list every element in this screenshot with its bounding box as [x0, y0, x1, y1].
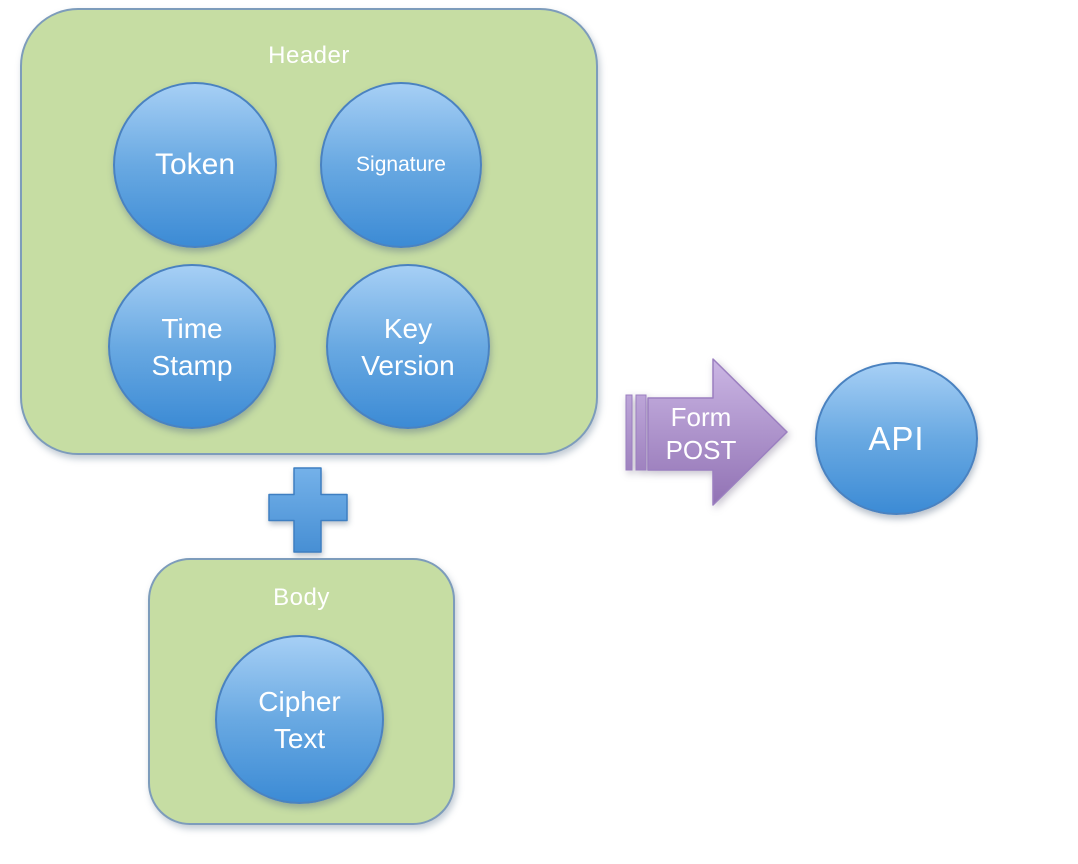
node-api-label: API — [868, 419, 925, 457]
node-time-stamp-label: Time Stamp — [151, 312, 233, 381]
node-cipher-text-label: Cipher Text — [258, 685, 341, 754]
node-time-stamp: Time Stamp — [108, 264, 276, 429]
node-token: Token — [113, 82, 277, 248]
body-group-box: Body Cipher Text — [148, 558, 455, 825]
header-group-box: Header Token Signature Time Stamp Key Ve… — [20, 8, 598, 455]
node-cipher-text: Cipher Text — [215, 635, 384, 804]
form-post-arrow-label: Form POST — [665, 402, 737, 465]
striped-right-arrow-icon — [625, 358, 788, 506]
node-token-label: Token — [154, 148, 236, 181]
header-group-label: Header — [268, 42, 350, 69]
node-key-version: Key Version — [326, 264, 490, 429]
node-key-version-label: Key Version — [361, 312, 455, 381]
node-api: API — [815, 362, 978, 515]
node-signature-label: Signature — [356, 153, 446, 176]
node-signature: Signature — [320, 82, 482, 248]
plus-icon — [268, 467, 348, 553]
body-group-label: Body — [273, 584, 330, 611]
